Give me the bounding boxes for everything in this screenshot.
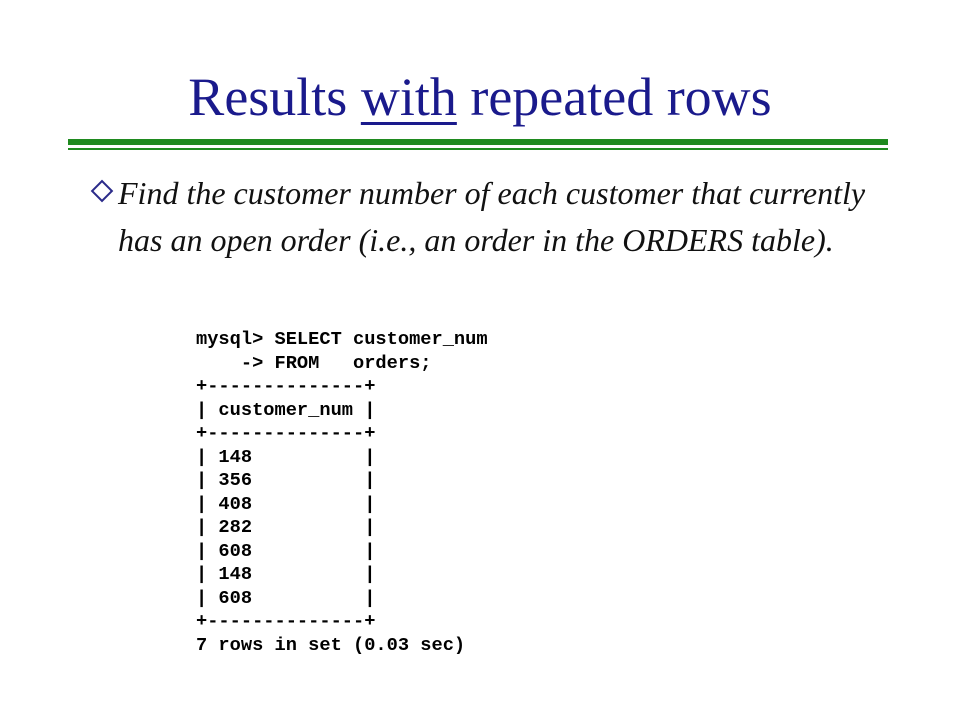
terminal-line: | 148 | (196, 563, 376, 585)
terminal-line: | 356 | (196, 469, 376, 491)
terminal-line: | 608 | (196, 539, 376, 562)
title-part-1: Results (188, 67, 361, 127)
terminal-line: -> FROM orders; (196, 351, 432, 374)
terminal-line: 7 rows in set (0.03 sec) (196, 633, 466, 656)
bullet-item: Find the customer number of each custome… (90, 170, 870, 264)
terminal-line: +--------------+ (196, 375, 376, 397)
sql-terminal-output: mysql> SELECT customer_num -> FROM order… (196, 328, 488, 657)
terminal-line: mysql> SELECT customer_num (196, 328, 488, 350)
bullet-text: Find the customer number of each custome… (118, 175, 866, 258)
slide-title: Results with repeated rows (0, 62, 960, 132)
title-part-2: repeated rows (456, 67, 772, 127)
title-rule-thin (68, 148, 888, 150)
title-rule-thick (68, 139, 888, 145)
terminal-line: +--------------+ (196, 610, 376, 632)
terminal-line: | 148 | (196, 445, 376, 468)
terminal-line: | 608 | (196, 586, 376, 609)
terminal-line: | 408 | (196, 492, 376, 515)
diamond-bullet-icon (90, 179, 114, 203)
terminal-line: +--------------+ (196, 422, 376, 444)
terminal-line: | 282 | (196, 516, 376, 538)
terminal-line: | customer_num | (196, 398, 376, 421)
title-underlined-word: with (360, 67, 457, 127)
